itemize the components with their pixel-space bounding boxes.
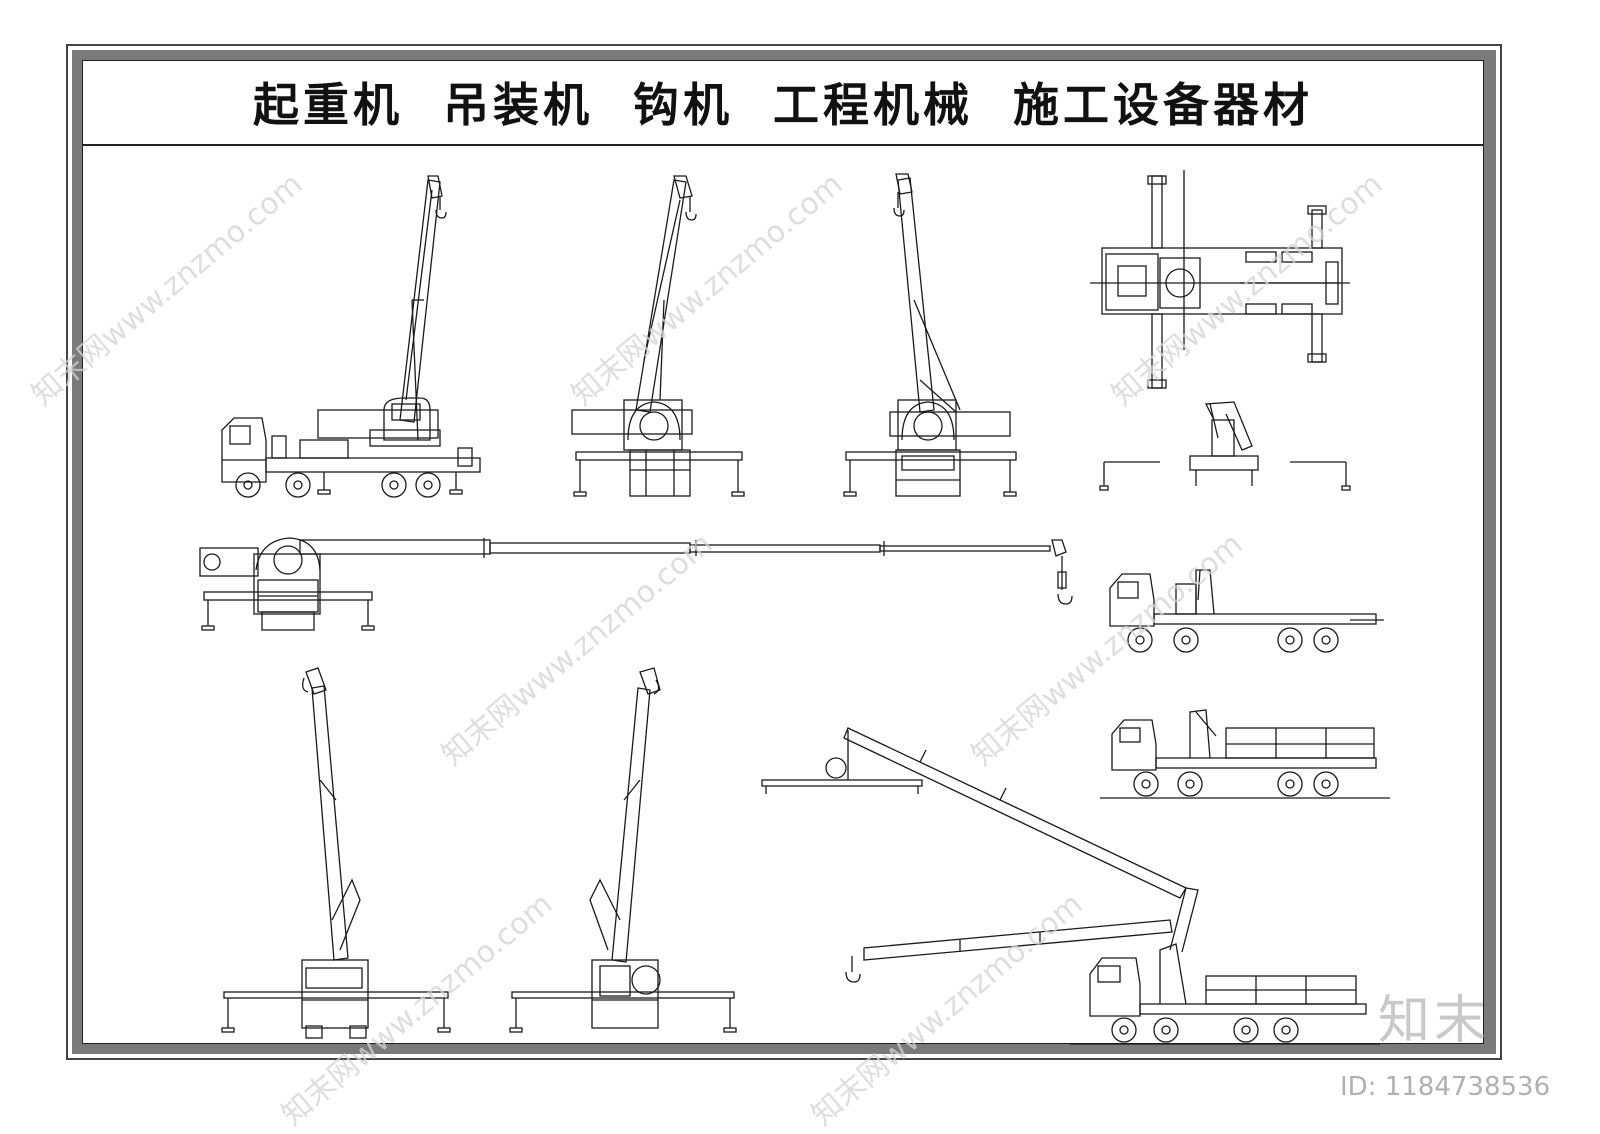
watermark-id: ID: 1184738536 <box>1340 1072 1551 1102</box>
crane-extended-boom-view <box>199 537 1073 631</box>
flatbed-crane-truck-side-view <box>1109 569 1384 653</box>
mobile-crane-rear-view <box>571 175 745 497</box>
mobile-crane-front-view <box>843 173 1017 497</box>
cargo-crane-truck-side-view <box>1100 709 1390 799</box>
mobile-crane-plan-view <box>1090 170 1350 389</box>
mobile-crane-side-view <box>221 175 481 498</box>
watermark-logo: 知末 <box>1378 991 1491 1051</box>
knuckle-boom-crane-truck-reach-view <box>761 727 1380 1045</box>
knuckle-crane-rear-view-2 <box>509 667 737 1033</box>
page-title: 起重机 吊装机 钩机 工程机械 施工设备器材 <box>252 78 1314 132</box>
knuckle-crane-rear-view <box>1099 401 1351 491</box>
title-block: 起重机 吊装机 钩机 工程机械 施工设备器材 <box>82 60 1484 146</box>
knuckle-crane-front-view <box>221 667 451 1039</box>
